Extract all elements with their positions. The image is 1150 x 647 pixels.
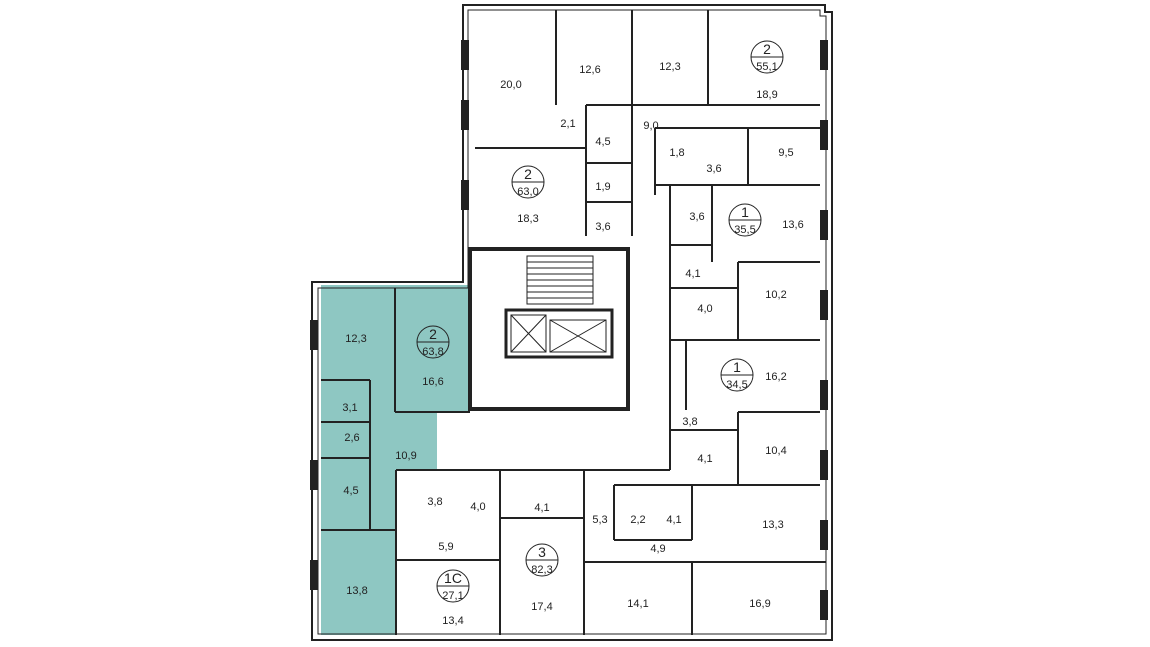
room-area-label: 3,1 (342, 402, 357, 414)
stair-elevator-core (468, 247, 630, 411)
apartment-rooms: 1 (733, 359, 741, 375)
room-area-label: 18,3 (517, 213, 538, 225)
apartment-area: 63,0 (517, 186, 538, 198)
room-area-label: 1,8 (669, 147, 684, 159)
room-area-label: 5,3 (592, 514, 607, 526)
room-area-label: 2,2 (630, 514, 645, 526)
room-area-label: 16,9 (749, 598, 770, 610)
room-area-label: 3,8 (682, 416, 697, 428)
room-area-label: 4,5 (595, 136, 610, 148)
room-area-label: 4,0 (697, 303, 712, 315)
apartment-area: 27,1 (442, 590, 463, 602)
apartment-rooms: 3 (538, 544, 546, 560)
apartment-badge[interactable]: 1 35,5 (728, 203, 762, 237)
room-area-label: 13,6 (782, 219, 803, 231)
room-area-label: 10,4 (765, 445, 786, 457)
apartment-area: 34,5 (726, 379, 747, 391)
room-area-label: 1,9 (595, 181, 610, 193)
windows (310, 40, 828, 620)
room-area-label: 4,5 (343, 485, 358, 497)
outer-walls (311, 4, 833, 641)
room-area-label: 4,1 (685, 268, 700, 280)
room-area-label: 9,5 (778, 147, 793, 159)
apartment-rooms: 2 (763, 41, 771, 57)
apartment-rooms: 1С (444, 570, 462, 586)
room-area-label: 10,9 (395, 450, 416, 462)
apartment-badge[interactable]: 2 63,8 (416, 325, 450, 359)
room-area-label: 4,1 (534, 502, 549, 514)
room-area-label: 20,0 (500, 79, 521, 91)
room-area-label: 3,6 (689, 211, 704, 223)
room-area-label: 4,1 (666, 514, 681, 526)
room-area-label: 12,3 (345, 333, 366, 345)
apartment-rooms: 1 (741, 204, 749, 220)
apartment-rooms: 2 (524, 166, 532, 182)
apartment-area: 55,1 (756, 61, 777, 73)
apartment-area: 35,5 (734, 224, 755, 236)
apartment-area: 82,3 (531, 564, 552, 576)
room-area-label: 16,2 (765, 371, 786, 383)
apartment-badge[interactable]: 2 63,0 (511, 165, 545, 199)
room-area-label: 4,0 (470, 501, 485, 513)
highlighted-apartment-area[interactable] (321, 285, 470, 635)
room-area-label: 14,1 (627, 598, 648, 610)
apartment-rooms: 2 (429, 326, 437, 342)
room-area-label: 4,1 (697, 453, 712, 465)
apartment-badge[interactable]: 1 34,5 (720, 358, 754, 392)
room-labels: 20,0 12,6 12,3 18,9 2,1 4,5 9,0 1,8 3,6 … (342, 61, 803, 627)
room-area-label: 2,1 (560, 118, 575, 130)
room-area-label: 16,6 (422, 376, 443, 388)
room-area-label: 12,6 (579, 64, 600, 76)
apartment-badges: 2 63,8 2 63,0 2 55,1 1 35,5 1 34,5 (416, 40, 784, 603)
room-area-label: 13,8 (346, 585, 367, 597)
room-area-label: 18,9 (756, 89, 777, 101)
room-area-label: 17,4 (531, 601, 552, 613)
room-area-label: 3,6 (706, 163, 721, 175)
room-area-label: 10,2 (765, 289, 786, 301)
room-area-label: 2,6 (344, 432, 359, 444)
interior-walls (321, 10, 826, 635)
room-area-label: 3,8 (427, 496, 442, 508)
room-area-label: 13,3 (762, 519, 783, 531)
apartment-badge[interactable]: 3 82,3 (525, 543, 559, 577)
room-area-label: 4,9 (650, 543, 665, 555)
room-area-label: 5,9 (438, 541, 453, 553)
apartment-badge[interactable]: 1С 27,1 (436, 569, 470, 603)
apartment-badge[interactable]: 2 55,1 (750, 40, 784, 74)
room-area-label: 12,3 (659, 61, 680, 73)
apartment-area: 63,8 (422, 346, 443, 358)
room-area-label: 9,0 (643, 120, 658, 132)
room-area-label: 3,6 (595, 221, 610, 233)
room-area-label: 13,4 (442, 615, 463, 627)
